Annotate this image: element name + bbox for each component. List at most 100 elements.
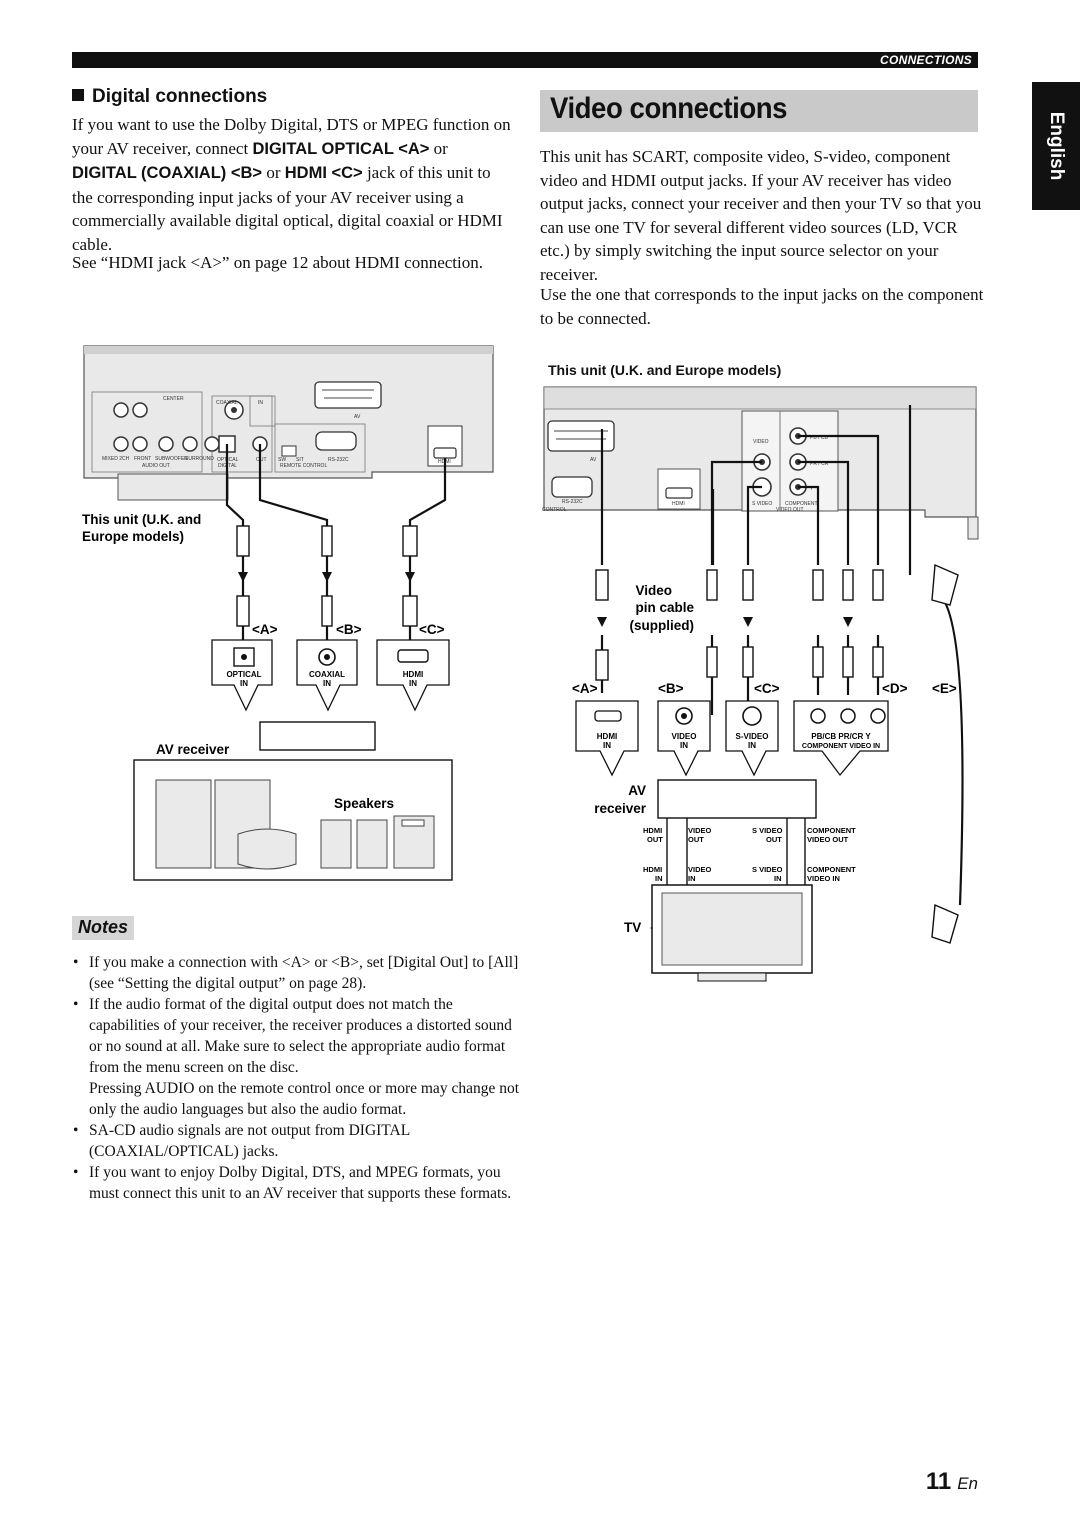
receiver-digital-inputs — [211, 639, 450, 712]
note-item: If the audio format of the digital outpu… — [72, 994, 522, 1078]
rpanel-control-label: CONTROL — [542, 507, 567, 513]
optical-in-label-2: IN — [240, 679, 248, 688]
rx-svideo-out-2: OUT — [766, 835, 782, 844]
digital-or-text-1: or — [429, 138, 448, 158]
panel-mixed-label: MIXED 2CH — [102, 456, 130, 462]
rpanel-av-label: AV — [590, 457, 597, 463]
rx-video-out-2: OUT — [688, 835, 704, 844]
signal-arrows — [238, 572, 415, 582]
rv-component-bottom: COMPONENT VIDEO IN — [802, 743, 880, 750]
rv-hdmi-in-2: IN — [603, 741, 611, 750]
video-av-receiver-icon — [657, 779, 817, 819]
video-connections-paragraph-2: Use the one that corresponds to the inpu… — [540, 285, 984, 328]
page-number-value: 11 — [925, 1468, 952, 1495]
cable-label-line-2: pin cable — [635, 600, 694, 615]
right-av-receiver-label-1: AV — [628, 783, 646, 798]
tv-label: TV — [624, 920, 641, 935]
digital-or-text-2: or — [262, 163, 285, 182]
digital-connections-heading: Digital connections — [72, 86, 267, 108]
rv-video-in-2: IN — [680, 741, 688, 750]
rx-component-in-1: COMPONENT — [807, 865, 856, 874]
speakers-illustration — [133, 759, 453, 881]
rv-svideo-in-1: S-VIDEO — [736, 732, 769, 741]
rx-svideo-in-1: S VIDEO — [752, 865, 783, 874]
digital-para-text-2: jack of this unit to the corresponding i… — [72, 163, 503, 254]
coaxial-in-label-1: COAXIAL — [309, 670, 345, 679]
receiver-video-inputs — [575, 700, 889, 777]
rx-component-out-1: COMPONENT — [807, 826, 856, 835]
optical-in-label-1: OPTICAL — [226, 670, 261, 679]
panel-coaxial-label: COAXIAL — [216, 400, 238, 406]
notes-tag: Notes — [72, 916, 134, 940]
rx-video-in-2: IN — [688, 874, 696, 883]
panel-audio-out-label: AUDIO OUT — [142, 463, 170, 469]
rx-video-in-1: VIDEO — [688, 865, 712, 874]
rx-svideo-out-1: S VIDEO — [752, 826, 783, 835]
right-jack-a-label: <A> — [572, 681, 598, 696]
unit-rear-panel: CENTER COAXIAL IN AV MIXED 2CH FRONT SUB… — [83, 345, 494, 501]
digital-connections-paragraph: If you want to use the Dolby Digital, DT… — [72, 113, 512, 256]
language-tab: English — [1032, 82, 1080, 210]
left-jack-a-label: <A> — [252, 622, 278, 637]
left-jack-c-label: <C> — [419, 622, 445, 637]
panel-out-label: OUT — [256, 457, 267, 463]
video-connections-title-bar: Video connections — [540, 90, 978, 132]
rx-hdmi-in-2: IN — [655, 874, 663, 883]
digital-heading-text: Digital connections — [92, 86, 268, 107]
notes-list: If you make a connection with <A> or <B>… — [72, 952, 522, 1204]
hdmi-see-reference: See “HDMI jack <A>” on page 12 about HDM… — [72, 253, 484, 272]
video-connections-heading: Video connections — [550, 92, 788, 125]
panel-center-label: CENTER — [163, 396, 184, 402]
hdmi-in-label-1: HDMI — [403, 670, 423, 679]
page-number: 11 En — [926, 1468, 978, 1496]
rx-hdmi-out-2: OUT — [647, 835, 663, 844]
rpanel-hdmi-label: HDMI — [672, 501, 685, 507]
rx-component-in-2: VIDEO IN — [807, 874, 840, 883]
video-connections-paragraph: This unit has SCART, composite video, S-… — [540, 147, 982, 284]
right-jack-e-label: <E> — [932, 681, 957, 696]
cable-label-line-3: (supplied) — [630, 618, 695, 633]
panel-sw-label: SW — [278, 457, 286, 463]
panel-front-label: FRONT — [134, 456, 151, 462]
right-jack-c-label: <C> — [754, 681, 780, 696]
receiver-out-in-lines — [666, 818, 806, 885]
tv-illustration — [651, 884, 813, 982]
note-continuation: Pressing AUDIO on the remote control onc… — [89, 1080, 520, 1118]
digital-coaxial-jack-ref: DIGITAL (COAXIAL) <B> — [72, 164, 263, 182]
page-language-suffix: En — [957, 1474, 978, 1493]
rpanel-y-label: Y — [810, 486, 814, 492]
hdmi-in-label-2: IN — [409, 679, 417, 688]
rpanel-pr-label: PR / CR — [810, 461, 829, 467]
rx-video-out-1: VIDEO — [688, 826, 712, 835]
notes-title: Notes — [78, 917, 129, 937]
rpanel-component-label: COMPONENT — [785, 501, 818, 507]
right-diagram-unit-label: This unit (U.K. and Europe models) — [548, 362, 782, 378]
rx-component-out-2: VIDEO OUT — [807, 835, 849, 844]
section-header-bar: CONNECTIONS — [72, 52, 978, 68]
note-item: SA-CD audio signals are not output from … — [72, 1120, 522, 1162]
note-item: If you make a connection with <A> or <B>… — [72, 952, 522, 994]
rv-video-in-1: VIDEO — [672, 732, 697, 741]
digital-connection-diagram: CENTER COAXIAL IN AV MIXED 2CH FRONT SUB… — [82, 345, 494, 881]
panel-rs232c-label: RS-232C — [328, 457, 349, 463]
rx-svideo-in-2: IN — [774, 874, 782, 883]
section-title: CONNECTIONS — [880, 53, 972, 67]
panel-surround-label: SURROUND — [185, 456, 214, 462]
coaxial-in-label-2: IN — [323, 679, 331, 688]
language-tab-label: English — [1046, 111, 1067, 181]
square-bullet-icon — [72, 89, 84, 101]
digital-para-text-1: If you want to use the Dolby Digital, DT… — [72, 115, 511, 158]
video-connection-diagram: AV VIDEO RS-232C CONTROL HDMI S VIDEO CO… — [542, 386, 979, 982]
rv-svideo-in-2: IN — [748, 741, 756, 750]
rpanel-video-out-label: VIDEO OUT — [776, 507, 804, 513]
panel-subwoofer-label: SUBWOOFER — [155, 456, 188, 462]
rpanel-svideo-label: S VIDEO — [752, 501, 772, 507]
left-unit-label-line-2: Europe models) — [82, 529, 184, 544]
cable-label-line-1: Video — [635, 583, 672, 598]
rx-hdmi-out-1: HDMI — [643, 826, 662, 835]
rpanel-rs232c-label: RS-232C — [562, 499, 583, 505]
panel-sit-label: SIT — [296, 457, 304, 463]
left-unit-label-line-1: This unit (U.K. and — [82, 512, 201, 527]
panel-remote-label: REMOTE CONTROL — [280, 463, 327, 469]
rv-component-top: PB/CB PR/CR Y — [811, 732, 871, 741]
